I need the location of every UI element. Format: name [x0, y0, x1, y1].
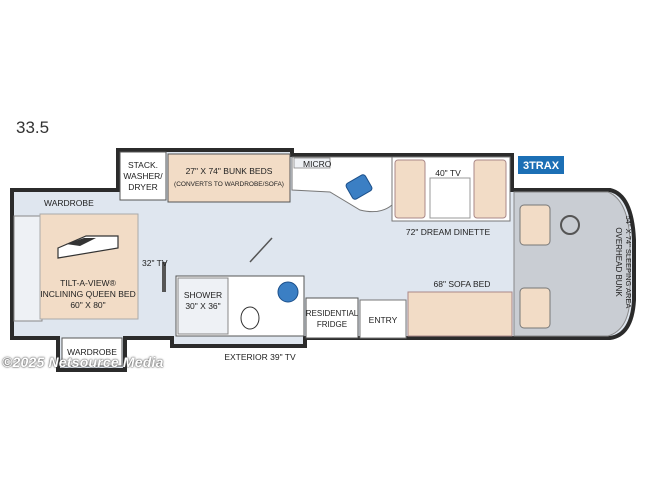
label-bed-2: INCLINING QUEEN BED	[40, 289, 135, 299]
steering-wheel	[560, 215, 580, 235]
dinette-table	[429, 177, 471, 219]
label-sofa-bed: 68" SOFA BED	[434, 279, 491, 289]
label-exterior-tv: EXTERIOR 39" TV	[224, 352, 296, 362]
dinette-seat-right	[473, 159, 507, 219]
shower	[177, 277, 229, 335]
label-stack-1: STACK.	[128, 160, 158, 170]
label-fridge-2: FRIDGE	[317, 320, 347, 329]
label-overhead-1: OVERHEAD BUNK	[614, 227, 623, 297]
label-bunk-1: 27" X 74" BUNK BEDS	[186, 166, 273, 176]
label-overhead-2: 54" X 74" SLEEPING AREA	[624, 216, 633, 309]
rear-closet	[13, 215, 43, 322]
entry-area	[359, 299, 407, 339]
label-stack-2: WASHER/	[123, 171, 163, 181]
watermark: ©2025 Netsource Media	[2, 354, 164, 370]
label-fridge-1: RESIDENTIAL	[306, 309, 359, 318]
dinette-seat-left	[394, 159, 426, 219]
label-micro: MICRO	[303, 159, 332, 169]
label-shower-2: 30" X 36"	[185, 301, 220, 311]
tv-32-mount	[162, 262, 166, 292]
label-shower-1: SHOWER	[184, 290, 222, 300]
bunk-beds	[167, 153, 291, 203]
model-number: 33.5	[16, 118, 50, 137]
label-entry: ENTRY	[369, 315, 398, 325]
trax-logo-text: 3TRAX	[523, 160, 560, 172]
sofa-bed	[407, 291, 513, 337]
trax-logo	[518, 156, 564, 174]
label-tv-32: 32" TV	[142, 258, 168, 268]
label-stack-3: DRYER	[128, 182, 158, 192]
label-dinette: 72" DREAM DINETTE	[406, 227, 491, 237]
label-bunk-2: (CONVERTS TO WARDROBE/SOFA)	[174, 181, 284, 188]
bath-sink-icon	[277, 281, 299, 303]
driver-seat	[519, 204, 551, 246]
label-wardrobe-top: WARDROBE	[44, 198, 94, 208]
microwave	[293, 157, 331, 169]
toilet	[240, 306, 260, 330]
label-bed-3: 60" X 80"	[70, 300, 105, 310]
label-bed-1: TILT-A-VIEW®	[60, 278, 116, 288]
bath-door	[249, 237, 273, 263]
bed-pillow-icon	[66, 238, 96, 246]
washer-dryer	[119, 151, 167, 201]
passenger-seat	[519, 287, 551, 329]
sink-icon	[345, 174, 373, 200]
label-tv-40: 40" TV	[435, 168, 461, 178]
queen-bed	[39, 213, 139, 320]
bed-incline-icon	[57, 235, 119, 259]
residential-fridge	[305, 297, 359, 339]
label-wardrobe-bottom: WARDROBE	[67, 347, 117, 357]
wardrobe-bottom	[61, 337, 123, 367]
